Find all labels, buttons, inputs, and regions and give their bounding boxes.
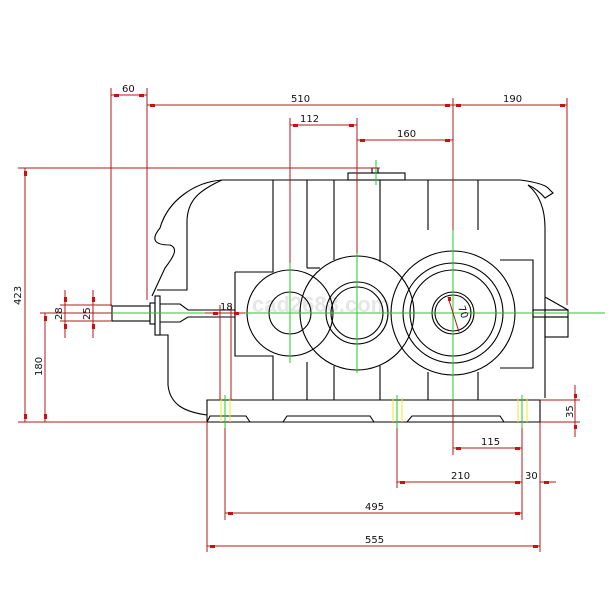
arrow-marker: [456, 104, 461, 107]
arrow-marker: [574, 394, 577, 398]
dimension-lines: [18, 88, 580, 552]
arrow-marker: [544, 481, 549, 484]
dim-label-28: 28: [54, 307, 65, 320]
arrow-marker: [456, 447, 461, 450]
bolt-holes: [220, 398, 528, 422]
dim-label-30: 30: [525, 471, 538, 482]
breather-plug: [371, 167, 379, 174]
dim-label-210: 210: [451, 471, 470, 482]
dim-label-495: 495: [365, 502, 384, 513]
input-shaft-taper-bottom: [160, 316, 235, 323]
arrow-marker: [213, 312, 218, 315]
arrow-marker: [234, 312, 239, 315]
arrow-marker: [448, 297, 451, 301]
output-shaft-key: [544, 316, 569, 338]
arrow-marker: [228, 512, 233, 515]
arrow-marker: [64, 297, 67, 302]
base: [206, 399, 541, 423]
center-lines: [45, 160, 605, 428]
arrowheads: [24, 94, 577, 548]
dim-label-190: 190: [503, 94, 522, 105]
dimension-labels: 60 510 190 112 160 423 180 28 25 18 70 3…: [13, 84, 576, 546]
arrow-marker: [150, 104, 155, 107]
dim-label-115: 115: [481, 437, 500, 448]
arrow-marker: [92, 324, 95, 329]
dim-label-423: 423: [13, 286, 24, 305]
arrow-marker: [92, 297, 95, 302]
arrow-marker: [560, 104, 565, 107]
dim-label-180: 180: [34, 357, 45, 376]
arrow-marker: [445, 139, 450, 142]
input-shaft-taper-top: [160, 303, 235, 311]
dim-line-70: [447, 296, 460, 333]
arrow-marker: [445, 104, 450, 107]
housing-left-cover-inner: [157, 179, 223, 291]
housing-left-lower: [157, 334, 208, 416]
arrow-marker: [210, 545, 215, 548]
housing-right-side: [527, 184, 546, 398]
right-box: [500, 259, 534, 369]
left-box-top: [235, 270, 274, 273]
dim-label-70: 70: [455, 305, 469, 321]
arrow-marker: [533, 545, 538, 548]
arrow-marker: [24, 171, 27, 176]
arrow-marker: [139, 94, 144, 97]
dim-label-60: 60: [122, 84, 135, 95]
dim-label-510: 510: [291, 94, 310, 105]
dim-label-35: 35: [565, 405, 576, 418]
housing-outline: [151, 167, 554, 416]
arrow-marker: [515, 512, 520, 515]
arrow-marker: [515, 447, 520, 450]
arrow-marker: [44, 316, 47, 321]
dim-label-112: 112: [300, 114, 319, 125]
arrow-marker: [293, 124, 298, 127]
arrow-marker: [574, 425, 577, 429]
arrow-marker: [24, 414, 27, 419]
arrow-marker: [515, 481, 520, 484]
housing-right-lip: [519, 179, 554, 199]
arrow-marker: [114, 94, 119, 97]
arrow-marker: [360, 139, 365, 142]
dim-label-160: 160: [397, 129, 416, 140]
arrow-marker: [400, 481, 405, 484]
dim-label-18: 18: [220, 302, 233, 313]
base-plate: [206, 399, 541, 423]
dim-label-25: 25: [82, 307, 93, 320]
dim-label-555: 555: [365, 535, 384, 546]
input-shaft-flange: [154, 295, 161, 336]
arrow-marker: [44, 414, 47, 419]
housing-left-cover-outer: [151, 179, 223, 297]
output-shaft-chamfer: [544, 296, 569, 311]
arrow-marker: [64, 324, 67, 329]
arrow-marker: [349, 124, 354, 127]
